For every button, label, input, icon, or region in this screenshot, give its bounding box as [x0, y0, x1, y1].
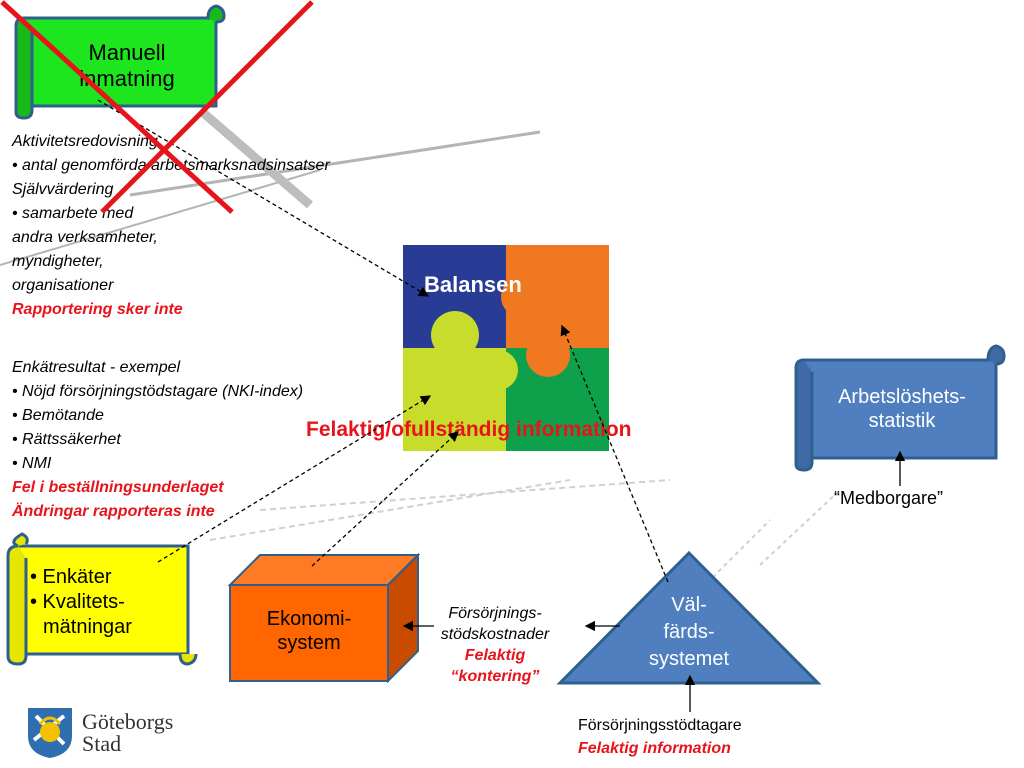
citizen-label: “Medborgare”	[834, 488, 944, 508]
survey-scroll-text: • Enkäter • Kvalitets- mätningar	[30, 565, 132, 640]
welfare-system-line1: Väl-	[671, 594, 707, 616]
logo-line1: Göteborgs	[82, 709, 174, 734]
welfare-system-label: Väl- färds- systemet	[620, 592, 758, 673]
activity-item2-line3: myndigheter,	[12, 253, 104, 270]
cost-label-line2: stödskostnader	[440, 626, 550, 643]
recipient-label: Försörjningsstödtagare Felaktig informat…	[578, 714, 742, 760]
activity-item2-line2: andra verksamheter,	[12, 229, 158, 246]
recipient-label-line1: Försörjningsstödtagare	[578, 717, 742, 734]
city-crest-icon	[28, 708, 72, 758]
manual-input-scroll	[14, 4, 226, 120]
survey-warning2: Ändringar rapporteras inte	[12, 503, 215, 520]
unemployment-stats-line2: statistik	[868, 410, 936, 432]
survey-item: • Bemötande	[12, 407, 104, 424]
unemployment-stats-line1: Arbetslöshets-	[838, 386, 966, 408]
recipient-warning: Felaktig information	[578, 740, 731, 757]
economy-system-line2: system	[277, 632, 341, 654]
puzzle-graphic	[403, 245, 609, 451]
welfare-system-line3: systemet	[648, 648, 730, 670]
survey-item: • Rättssäkerhet	[12, 431, 121, 448]
survey-scroll-item1: • Enkäter	[30, 566, 112, 588]
survey-warning1: Fel i beställningsunderlaget	[12, 479, 224, 496]
cost-warning2: “kontering”	[450, 668, 540, 685]
activity-title1: Aktivitetsredovisning	[12, 133, 158, 150]
economy-to-balance-arrow	[311, 431, 459, 567]
welfare-system-line2: färds-	[663, 621, 715, 643]
cross-out-line1	[0, 0, 234, 214]
cost-label-line1: Försörjnings-	[448, 605, 542, 622]
welfare-to-balance-arrow	[560, 324, 669, 583]
activity-warning: Rapportering sker inte	[12, 301, 183, 318]
manual-to-balance-arrow	[97, 99, 430, 297]
activity-title2: Självvärdering	[12, 181, 114, 198]
puzzle-label: Balansen	[424, 272, 522, 297]
center-warning: Felaktig/ofullständig information	[306, 418, 632, 441]
economy-system-label: Ekonomi- system	[232, 607, 386, 655]
survey-scroll	[6, 532, 198, 666]
survey-block: Enkätresultat - exempel • Nöjd försörjni…	[12, 356, 412, 524]
economy-system-line1: Ekonomi-	[266, 608, 352, 630]
cost-warning1: Felaktig	[464, 647, 526, 664]
unemployment-stats-scroll	[794, 344, 1006, 472]
survey-item: • Nöjd försörjningstödstagare (NKI-index…	[12, 383, 304, 400]
activity-block: Aktivitetsredovisning • antal genomförda…	[12, 130, 432, 322]
manual-input-line1: Manuell	[88, 40, 166, 65]
cross-out-line2	[100, 0, 314, 214]
survey-item: • NMI	[12, 455, 52, 472]
survey-scroll-item3: mätningar	[43, 616, 132, 638]
manual-input-label: Manuell inmatning	[42, 40, 212, 93]
cost-label: Försörjnings- stödskostnader Felaktig “k…	[420, 603, 570, 687]
survey-to-balance-arrow	[157, 395, 432, 563]
activity-item2-line4: organisationer	[12, 277, 114, 294]
survey-title: Enkätresultat - exempel	[12, 359, 181, 376]
survey-scroll-item2: • Kvalitets-	[30, 591, 125, 613]
city-logo-text: Göteborgs Stad	[82, 711, 173, 755]
logo-line2: Stad	[82, 731, 122, 756]
economy-system-box	[228, 553, 420, 683]
unemployment-stats-label: Arbetslöshets- statistik	[812, 385, 992, 433]
activity-item1: • antal genomförda arbetsmarksnadsinsats…	[12, 157, 330, 174]
